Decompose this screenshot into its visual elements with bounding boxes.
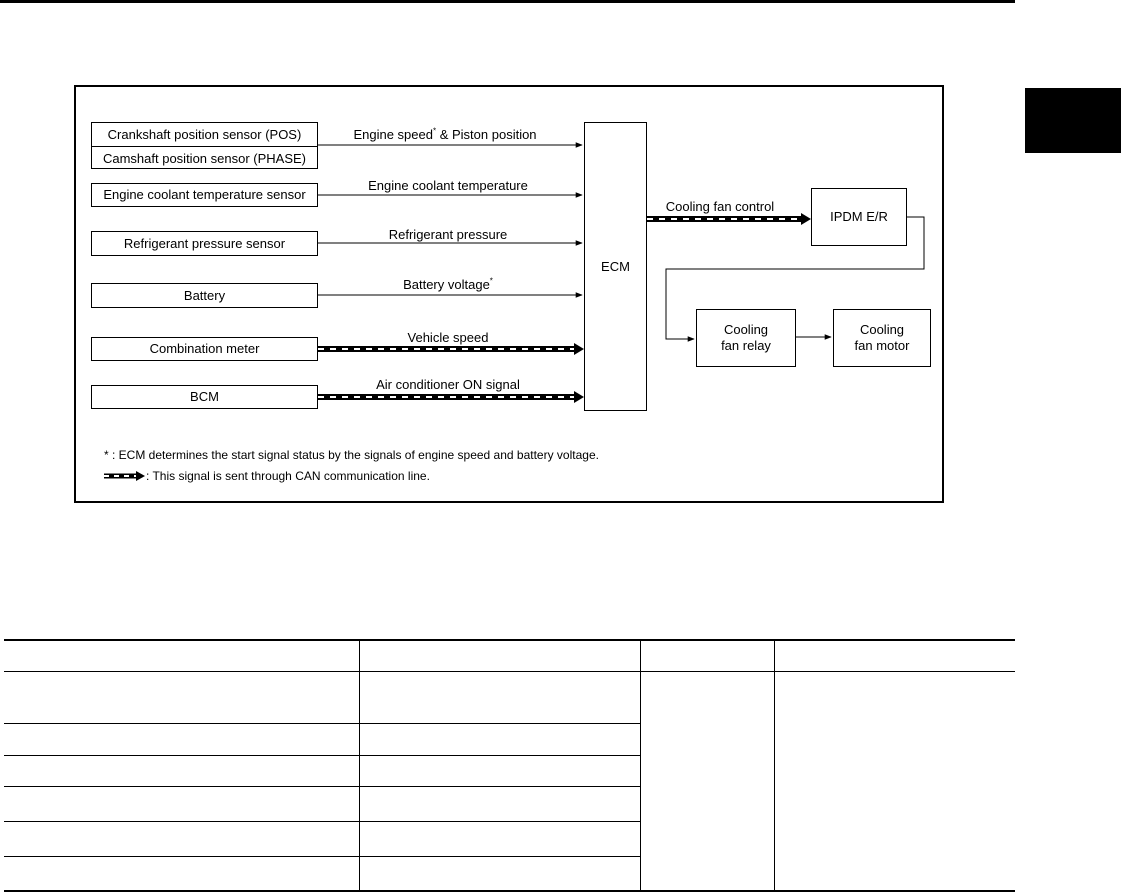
- table-row: [4, 786, 1015, 822]
- camshaft-sensor-label: Camshaft position sensor (PHASE): [102, 150, 307, 166]
- table-header-cell: [639, 639, 774, 672]
- box-divider: [92, 146, 317, 147]
- table-cell: [4, 671, 359, 724]
- table-row: [4, 821, 1015, 857]
- table-header-row: [4, 639, 1015, 672]
- table-cell: [4, 786, 359, 822]
- table-cell: [358, 671, 640, 724]
- table-cell: [358, 786, 640, 822]
- data-table: [4, 639, 1015, 892]
- can-line-cooling-fan-control: [647, 213, 811, 225]
- can-line-ac-on: [318, 391, 584, 403]
- cooling-fan-relay-box: Cooling fan relay: [696, 309, 796, 367]
- ecm-box: ECM: [584, 122, 647, 411]
- signal-label-coolant-temp: Engine coolant temperature: [368, 178, 528, 193]
- can-line-vehicle-speed: [318, 343, 584, 355]
- can-legend-note: : This signal is sent through CAN commun…: [146, 469, 430, 483]
- table-merged-cell: [639, 671, 774, 892]
- table-cell: [358, 755, 640, 787]
- signal-label-engine-speed: Engine speed* & Piston position: [353, 126, 537, 142]
- battery-box: Battery: [91, 283, 318, 308]
- table-row: [4, 856, 1015, 892]
- diagram-frame: [74, 85, 944, 503]
- legend-can-symbol: [104, 471, 145, 481]
- table-header-cell: [358, 639, 640, 672]
- engine-coolant-temp-sensor-box: Engine coolant temperature sensor: [91, 183, 318, 207]
- signal-label-ac-on: Air conditioner ON signal: [376, 377, 520, 392]
- table-row: [4, 671, 1015, 892]
- table-header-cell: [4, 639, 359, 672]
- table-cell: [4, 755, 359, 787]
- signal-label-battery-voltage: Battery voltage*: [403, 276, 493, 292]
- combination-meter-box: Combination meter: [91, 337, 318, 361]
- ipdm-er-box: IPDM E/R: [811, 188, 907, 246]
- table-cell: [358, 723, 640, 756]
- refrigerant-pressure-sensor-box: Refrigerant pressure sensor: [91, 231, 318, 256]
- table-cell: [4, 821, 359, 857]
- asterisk-note: * : ECM determines the start signal stat…: [104, 448, 599, 462]
- table-row: [4, 723, 1015, 756]
- table-cell: [4, 856, 359, 892]
- section-tab-marker: [1025, 88, 1121, 153]
- table-cell: [4, 723, 359, 756]
- crankshaft-sensor-label: Crankshaft position sensor (POS): [107, 126, 302, 142]
- table-header-cell: [773, 639, 1015, 672]
- table-merged-cell: [773, 671, 1015, 892]
- signal-label-cooling-fan-control: Cooling fan control: [665, 199, 775, 214]
- signal-label-refrigerant: Refrigerant pressure: [388, 227, 508, 242]
- bcm-box: BCM: [91, 385, 318, 409]
- crank-cam-sensor-box: Crankshaft position sensor (POS) Camshaf…: [91, 122, 318, 169]
- table-cell: [358, 856, 640, 892]
- signal-label-vehicle-speed: Vehicle speed: [407, 330, 489, 345]
- table-row: [4, 755, 1015, 787]
- table-cell: [358, 821, 640, 857]
- top-rule: [0, 0, 1015, 3]
- cooling-fan-motor-box: Cooling fan motor: [833, 309, 931, 367]
- line-ipdm-to-relay: [665, 216, 925, 342]
